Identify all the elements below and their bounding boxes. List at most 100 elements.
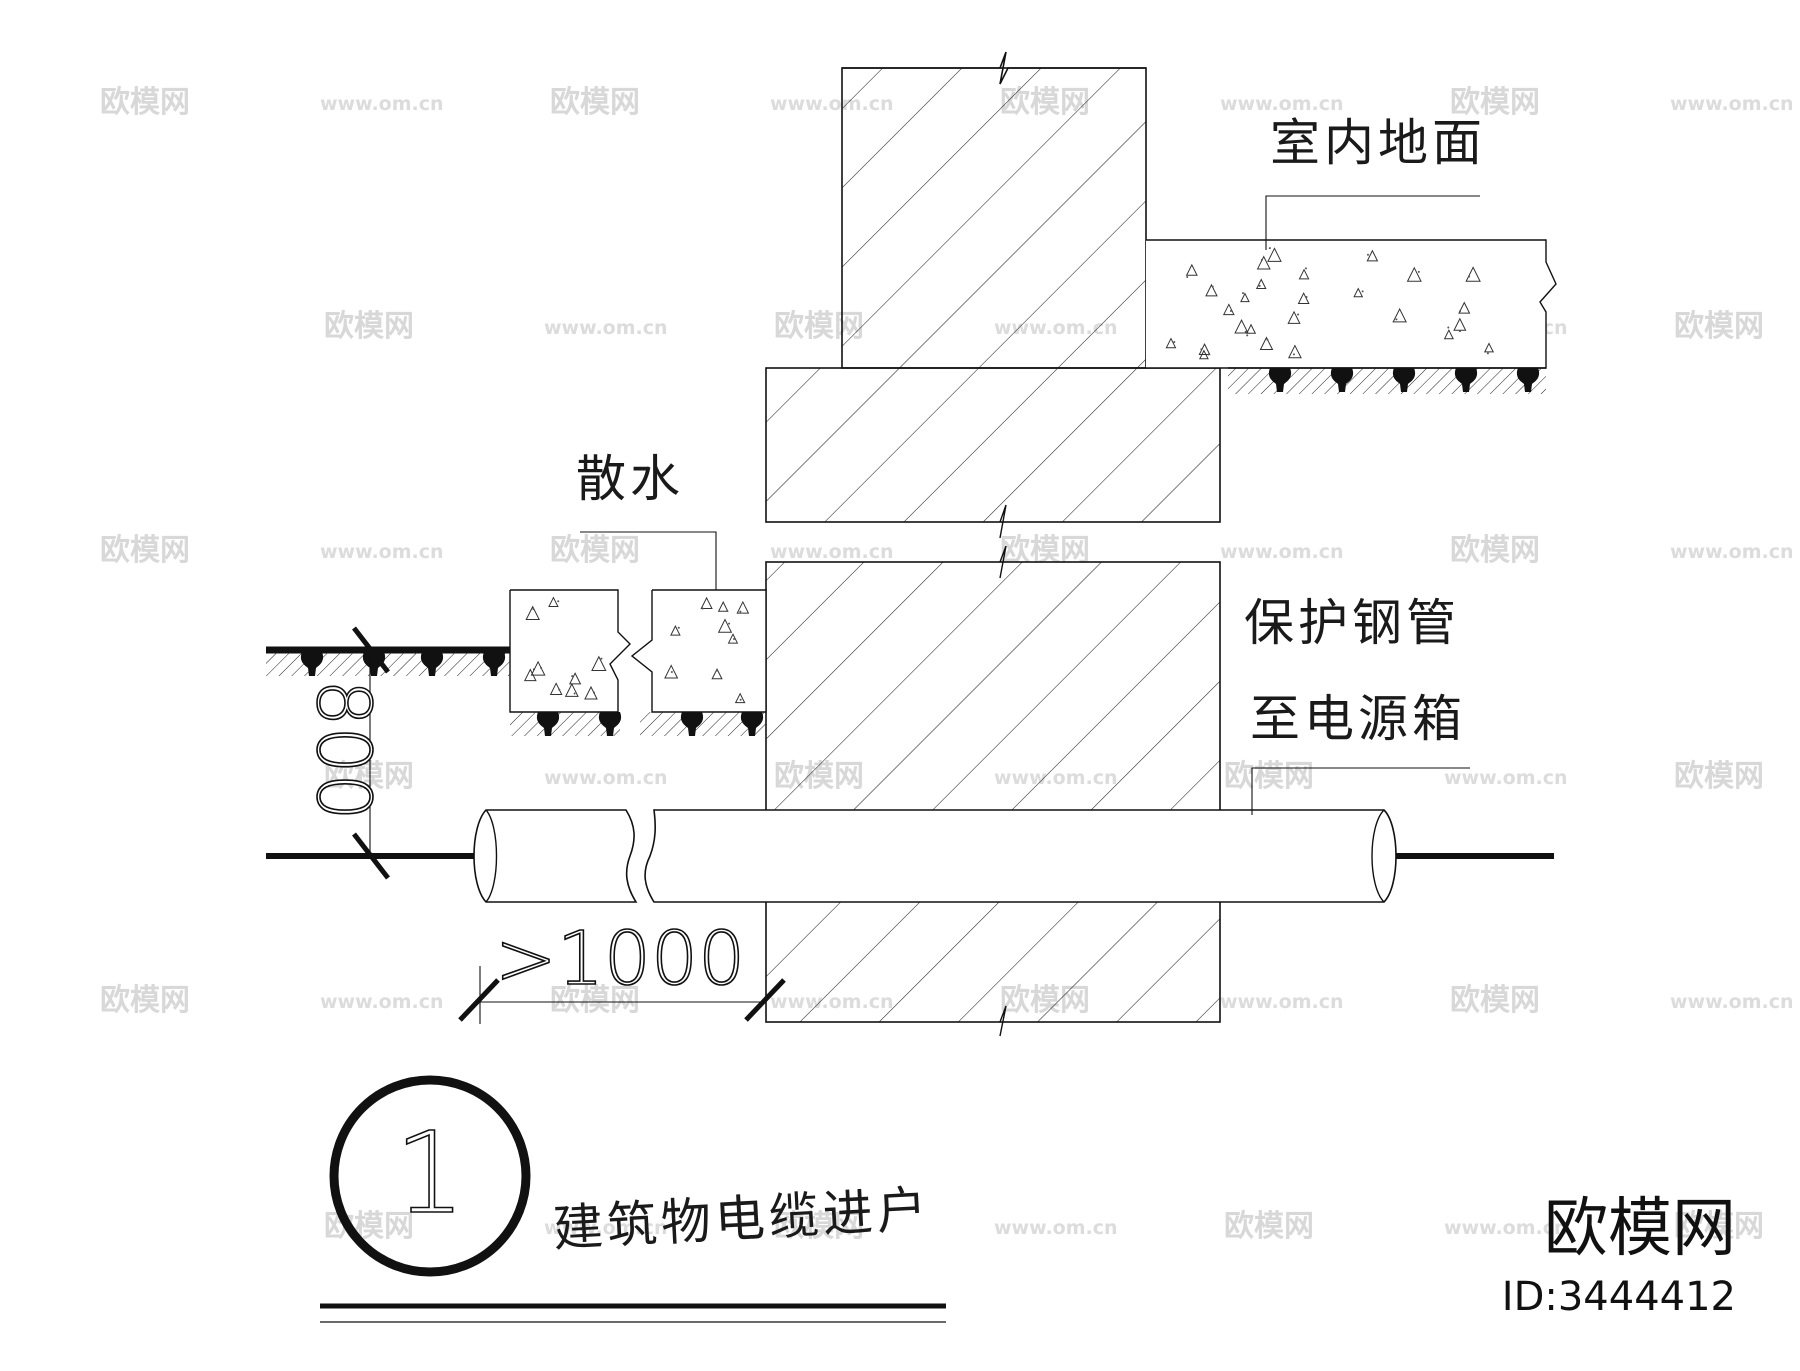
dimension-lines — [352, 626, 786, 1024]
aggregate-mark — [548, 596, 559, 608]
length-dimension-label: >1000 — [495, 916, 745, 1002]
leader-lines — [580, 195, 1480, 815]
detail-title: 建筑物电缆进户 — [552, 1180, 933, 1258]
aggregate-dot — [1207, 353, 1210, 356]
aggregate-dot — [739, 698, 742, 701]
ground-peg-icon — [1516, 368, 1540, 392]
aggregate-mark — [1234, 318, 1249, 334]
aggregate-mark — [525, 605, 540, 621]
aggregate-dot — [1395, 318, 1398, 321]
watermark-url: www.om.cn — [1444, 1217, 1568, 1239]
upper-wall — [841, 51, 1147, 369]
to-power-box-label: 至电源箱 — [1250, 690, 1466, 748]
foundation-upper-block — [765, 367, 1221, 539]
aggregate-mark — [717, 618, 733, 633]
aggregate-mark — [1297, 292, 1310, 305]
aggregate-dot — [1229, 309, 1232, 312]
aggregate-mark — [1353, 287, 1364, 298]
aggregate-mark — [700, 596, 713, 610]
aggregate-mark — [564, 682, 579, 697]
aggregate-dot — [739, 610, 742, 613]
aggregate-dot — [571, 675, 574, 678]
aggregate-dot — [1366, 253, 1369, 256]
watermark-text: 欧模网 — [100, 85, 190, 120]
ground-peg-icon — [1330, 368, 1354, 392]
aggregate-dot — [1459, 310, 1462, 313]
aggregate-dot — [1304, 267, 1307, 270]
indoor-floor-slab — [1146, 239, 1557, 394]
protective-steel-pipe — [266, 809, 1554, 903]
aggregate-mark — [1256, 255, 1271, 270]
aggregate-mark — [1298, 268, 1310, 280]
watermark-url: www.om.cn — [994, 1217, 1118, 1239]
watermark-url: www.om.cn — [320, 991, 444, 1013]
aggregate-dot — [532, 607, 535, 610]
watermark-url: www.om.cn — [1670, 991, 1794, 1013]
aggregate-dot — [677, 626, 680, 629]
aggregate-dot — [728, 622, 731, 625]
outdoor-ground — [266, 646, 510, 676]
aggregate-dot — [558, 688, 561, 691]
ground-peg-icon — [482, 652, 506, 676]
indoor-floor-label: 室内地面 — [1270, 114, 1486, 172]
aggregate-mark — [1288, 344, 1302, 359]
aggregate-mark — [1392, 307, 1407, 323]
aggregate-dot — [1268, 247, 1271, 250]
aggregate-mark — [1222, 303, 1235, 316]
aggregate-mark — [568, 672, 582, 685]
aggregate-dot — [670, 671, 673, 674]
watermark-url: www.om.cn — [544, 317, 668, 339]
ground-peg-icon — [1268, 368, 1292, 392]
aggregate-dot — [715, 669, 718, 672]
aggregate-mark — [1483, 342, 1494, 353]
aggregate-dot — [1258, 284, 1261, 287]
aggregate-dot — [1241, 292, 1244, 295]
aggregate-dot — [1260, 258, 1263, 261]
ground-peg-icon — [680, 712, 704, 736]
aggregate-dot — [733, 638, 736, 641]
aggregate-mark — [1259, 336, 1274, 351]
aggregate-dot — [1186, 276, 1189, 279]
watermark-text: 欧模网 — [550, 983, 640, 1018]
aggregate-mark — [1255, 278, 1267, 289]
watermark-text: 欧模网 — [550, 533, 640, 568]
watermark-url: www.om.cn — [544, 1217, 668, 1239]
watermark-url: www.om.cn — [320, 541, 444, 563]
aggregate-dot — [1244, 330, 1247, 333]
ground-peg-icon — [420, 652, 444, 676]
aggregate-mark — [717, 600, 729, 612]
aggregate-mark — [670, 624, 681, 636]
watermark-text: 欧模网 — [100, 533, 190, 568]
watermark-url: www.om.cn — [544, 767, 668, 789]
aggregate-mark — [734, 692, 746, 704]
ground-peg-icon — [598, 712, 622, 736]
watermark-text: 欧模网 — [774, 1209, 864, 1244]
aggregate-mark — [1287, 310, 1301, 324]
watermark-text: 欧模网 — [1450, 533, 1540, 568]
aggregate-mark — [1458, 301, 1471, 314]
aggregate-dot — [1305, 295, 1308, 298]
aggregate-dot — [557, 600, 560, 603]
aggregate-dot — [1417, 270, 1420, 273]
watermark-text: 欧模网 — [550, 85, 640, 120]
watermark-text: 欧模网 — [324, 759, 414, 794]
aggregate-mark — [1465, 266, 1481, 282]
ground-peg-icon — [536, 712, 560, 736]
aggregate-dot — [600, 657, 603, 660]
apron-slab — [509, 589, 767, 736]
watermark-url: www.om.cn — [770, 541, 894, 563]
watermark-text: 欧模网 — [1450, 85, 1540, 120]
apron-label: 散水 — [576, 450, 684, 508]
watermark-text: 欧模网 — [100, 983, 190, 1018]
aggregate-mark — [1245, 323, 1257, 334]
aggregate-dot — [1297, 313, 1300, 316]
aggregate-dot — [1458, 330, 1461, 333]
watermark-url: www.om.cn — [1220, 93, 1344, 115]
aggregate-mark — [1443, 329, 1454, 340]
aggregate-dot — [1468, 275, 1471, 278]
aggregate-mark — [736, 600, 750, 614]
watermark-url: www.om.cn — [1670, 93, 1794, 115]
watermark-text: 欧模网 — [1674, 309, 1764, 344]
brand-id: ID:3444412 — [1502, 1274, 1736, 1320]
aggregate-mark — [1267, 247, 1282, 262]
